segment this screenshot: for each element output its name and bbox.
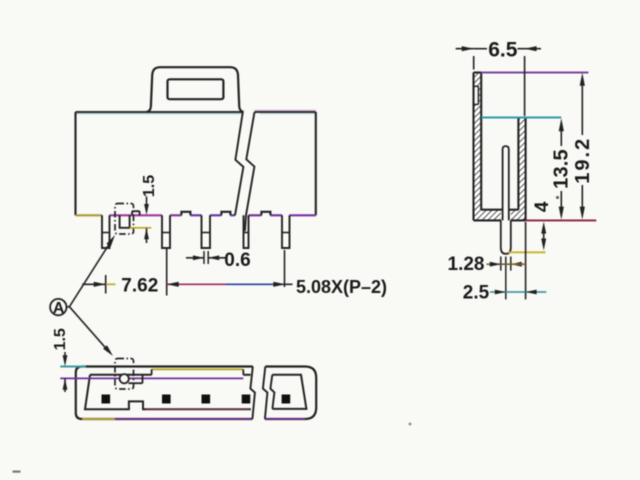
svg-text:7.62: 7.62 bbox=[121, 275, 158, 296]
svg-text:1.28: 1.28 bbox=[448, 254, 485, 275]
svg-text:0.6: 0.6 bbox=[224, 250, 250, 271]
svg-text:A: A bbox=[53, 300, 65, 317]
svg-text:6.5: 6.5 bbox=[488, 38, 518, 61]
svg-text:13.5: 13.5 bbox=[551, 149, 573, 189]
svg-text:2.5: 2.5 bbox=[463, 283, 490, 304]
svg-text:5.08X(P–2): 5.08X(P–2) bbox=[296, 277, 387, 297]
svg-text:1.5: 1.5 bbox=[52, 328, 69, 350]
svg-text:1.5: 1.5 bbox=[141, 175, 158, 197]
svg-text:19.2: 19.2 bbox=[572, 137, 594, 184]
svg-text:4: 4 bbox=[532, 201, 553, 212]
